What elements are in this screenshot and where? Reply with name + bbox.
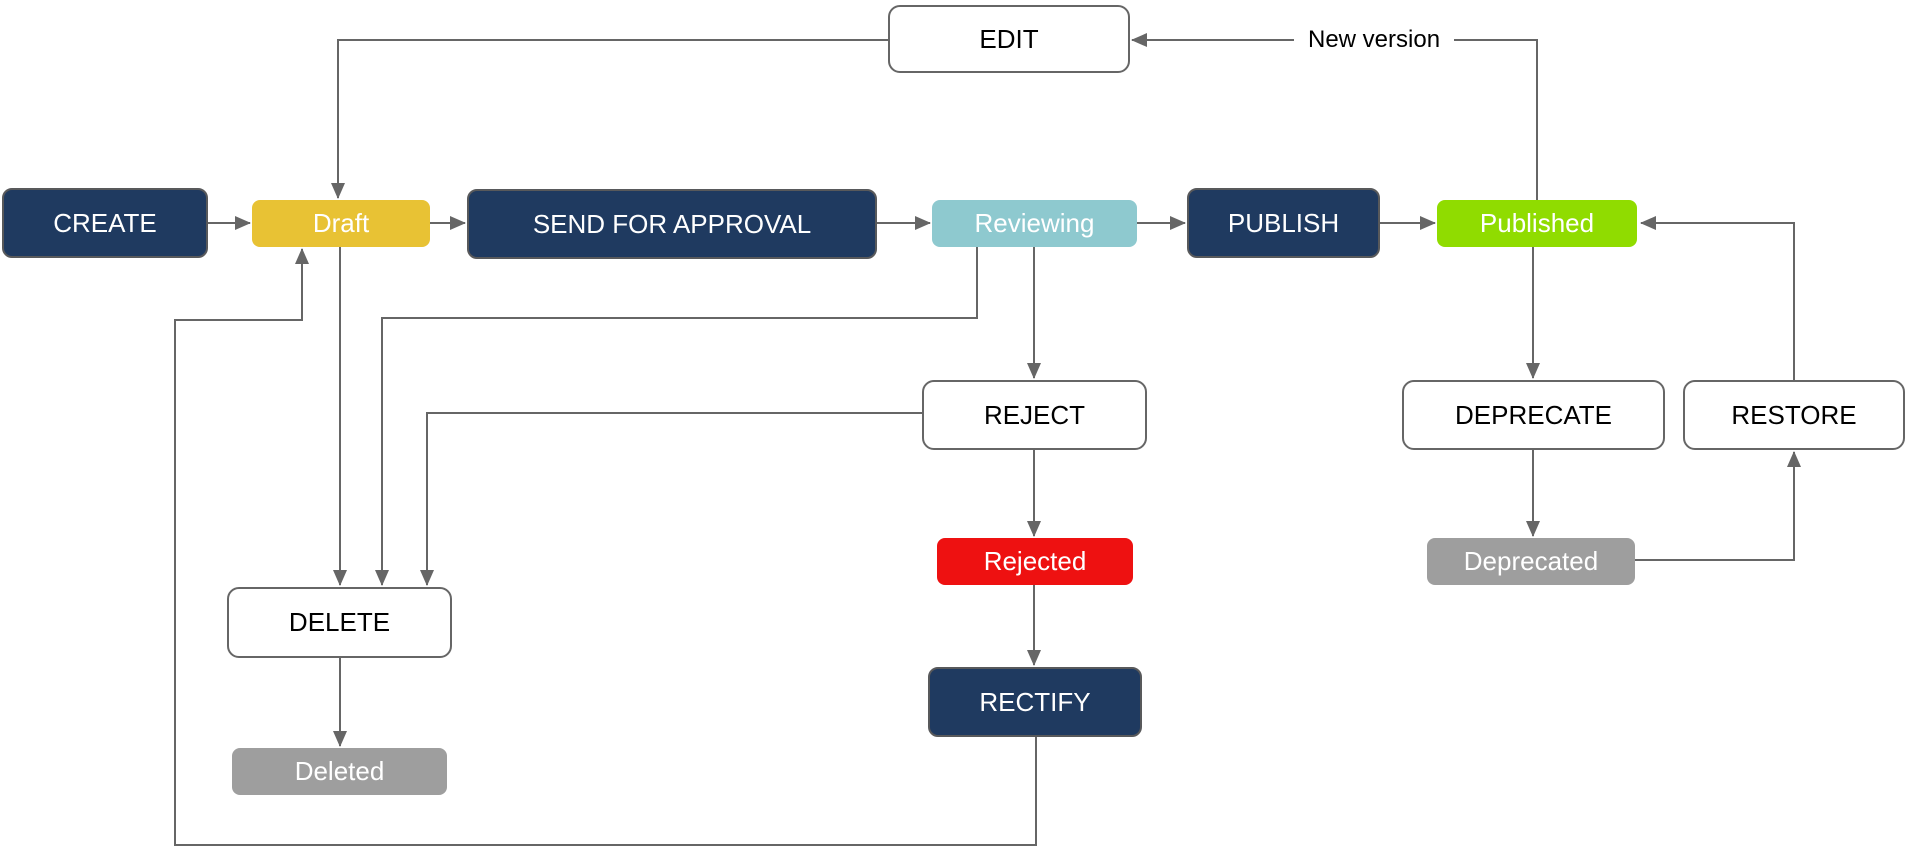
edge-rectify-draft xyxy=(174,248,1037,846)
edge-reviewing-delete xyxy=(375,247,978,586)
edge-deprecated-restore xyxy=(1635,451,1801,561)
edge-edit-draft xyxy=(331,39,888,199)
node-publish: PUBLISH xyxy=(1187,188,1380,258)
node-published: Published xyxy=(1437,200,1637,247)
node-rejected: Rejected xyxy=(937,538,1133,585)
edge-reject-delete xyxy=(420,412,922,586)
node-deleted: Deleted xyxy=(232,748,447,795)
edge-label-new-version: New version xyxy=(1294,23,1455,57)
node-deprecate: DEPRECATE xyxy=(1402,380,1665,450)
node-rectify: RECTIFY xyxy=(928,667,1142,737)
node-reviewing: Reviewing xyxy=(932,200,1137,247)
edge-restore-published xyxy=(1640,216,1795,380)
node-restore: RESTORE xyxy=(1683,380,1905,450)
node-create: CREATE xyxy=(2,188,208,258)
node-delete: DELETE xyxy=(227,587,452,658)
node-edit: EDIT xyxy=(888,5,1130,73)
node-send-for-approval: SEND FOR APPROVAL xyxy=(467,189,877,259)
edge-published-edit-new-version xyxy=(1131,33,1538,200)
node-draft: Draft xyxy=(252,200,430,247)
node-deprecated: Deprecated xyxy=(1427,538,1635,585)
node-reject: REJECT xyxy=(922,380,1147,450)
